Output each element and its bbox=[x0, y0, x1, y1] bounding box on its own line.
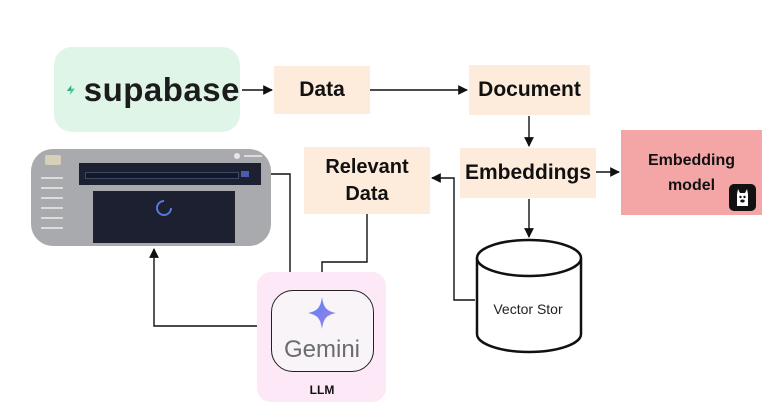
sidebar-item bbox=[41, 177, 63, 179]
relevant-data-line1: Relevant bbox=[325, 155, 409, 178]
content-panel bbox=[93, 191, 235, 243]
gemini-sparkle-icon bbox=[308, 297, 336, 329]
user-name bbox=[244, 155, 262, 157]
supabase-logo-text: supabase bbox=[83, 70, 240, 108]
llama-icon bbox=[729, 184, 756, 211]
sidebar-item bbox=[41, 207, 63, 209]
app-logo bbox=[45, 155, 61, 165]
gemini-logo-text: Gemini bbox=[283, 336, 361, 363]
sidebar-item bbox=[41, 217, 63, 219]
llm-label: LLM bbox=[309, 383, 335, 397]
sidebar-item bbox=[41, 227, 63, 229]
search-icon bbox=[241, 171, 249, 177]
embedding-model-line2: model bbox=[667, 176, 716, 194]
data-node: Data bbox=[274, 66, 370, 114]
relevant-data-line2: Data bbox=[345, 182, 389, 205]
search-input bbox=[85, 172, 239, 179]
spinner-icon bbox=[156, 200, 172, 216]
search-bar-panel bbox=[79, 163, 261, 185]
lightning-bolt-icon bbox=[66, 84, 75, 95]
sidebar-item bbox=[41, 187, 63, 189]
app-screenshot bbox=[31, 149, 271, 246]
vector-store-label: Vector Stor bbox=[493, 301, 563, 317]
document-node: Document bbox=[469, 65, 590, 115]
embedding-model-line1: Embedding bbox=[647, 151, 736, 169]
vector-store-node bbox=[475, 238, 583, 354]
arrow-vector-to-relevant bbox=[431, 173, 475, 301]
arrow-gemini-to-app bbox=[149, 248, 270, 327]
embeddings-node: Embeddings bbox=[460, 148, 596, 198]
sidebar-item bbox=[41, 197, 63, 199]
supabase-node: supabase bbox=[54, 47, 240, 132]
relevant-data-node: Relevant Data bbox=[304, 147, 430, 214]
avatar bbox=[234, 153, 240, 159]
